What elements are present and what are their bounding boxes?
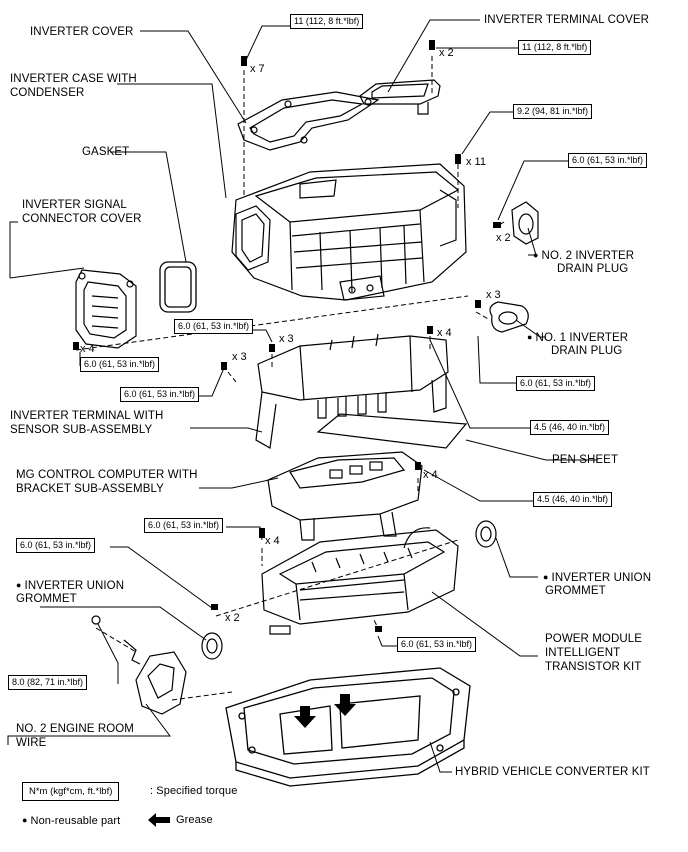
qty-cover-bolts: x 7 [250,63,265,75]
bolts [73,40,501,632]
grease-arrow-icon [148,813,170,827]
nonreusable-dot: ● [527,332,533,342]
label-drain-plug-2-line1: ●NO. 2 INVERTER [533,250,635,262]
inverter-cover-part [237,91,380,151]
qty-terminal-cover-bolts: x 2 [439,47,454,59]
no1-drain-plug-part [489,301,529,333]
label-mg-computer-line2: BRACKET SUB-ASSEMBLY [16,483,164,495]
label-signal-cover-line1: INVERTER SIGNAL [22,199,127,211]
pen-sheet-part [316,413,468,449]
qty-mg-computer-bolts: x 4 [423,469,438,481]
label-drain-plug-1-line1: ●NO. 1 INVERTER [527,332,629,344]
converter-kit-part [225,667,471,787]
label-pen-sheet: PEN SHEET [552,454,619,466]
torque-box-case: 9.2 (94, 81 in.*lbf) [513,104,593,119]
qty-drain-plug-1-bolts: x 3 [486,289,501,301]
qty-power-b-bolts: x 2 [225,612,240,624]
label-union-grommet-left-line2: GROMMET [16,593,77,605]
label-inverter-case-line2: CONDENSER [10,87,85,99]
torque-box-cover: 11 (112, 8 ft.*lbf) [290,14,364,29]
torque-box-terminal-c: 4.5 (46, 40 in.*lbf) [530,420,610,435]
power-module-part [261,527,459,635]
qty-terminal-a-bolts: x 3 [279,333,294,345]
label-inverter-terminal-cover: INVERTER TERMINAL COVER [484,14,650,26]
torque-box-power-b: 6.0 (61, 53 in.*lbf) [16,538,96,553]
terminal-sensor-part [255,333,449,449]
torque-box-power-c: 6.0 (61, 53 in.*lbf) [397,637,477,652]
torque-box-signal-cover: 6.0 (61, 53 in.*lbf) [80,357,160,372]
torque-box-drain-plug-1: 6.0 (61, 53 in.*lbf) [516,376,596,391]
label-inverter-case-line1: INVERTER CASE WITH [10,73,137,85]
nonreusable-dot: ● [16,580,22,590]
label-terminal-sensor-line2: SENSOR SUB-ASSEMBLY [10,424,153,436]
label-drain-plug-2-line2: DRAIN PLUG [557,263,629,275]
inverter-case-part [231,163,467,301]
grease-arrows-on-kit [294,694,356,728]
union-grommet-left-part [201,632,223,660]
union-grommet-right-part [475,520,497,548]
legend-torque-description: : Specified torque [150,785,238,797]
leader-lines [7,19,598,773]
nonreusable-dot: ● [543,572,549,582]
label-union-grommet-left-line1: ●INVERTER UNION [16,580,125,592]
assembly-guide-lines [75,56,505,701]
torque-box-terminal-a: 6.0 (61, 53 in.*lbf) [174,319,254,334]
qty-terminal-b-bolts: x 3 [232,351,247,363]
label-union-grommet-right-line1: ●INVERTER UNION [543,572,652,584]
label-signal-cover-line2: CONNECTOR COVER [22,213,142,225]
inverter-terminal-cover-part [359,79,441,115]
label-engine-room-wire-line1: NO. 2 ENGINE ROOM [16,723,134,735]
torque-box-drain-plug-2: 6.0 (61, 53 in.*lbf) [568,153,648,168]
legend-grease: Grease [176,814,213,826]
label-power-module-line2: INTELLIGENT [545,647,621,659]
qty-terminal-c-bolts: x 4 [437,327,452,339]
label-power-module-line3: TRANSISTOR KIT [545,661,642,673]
legend-nonreusable: ●Non-reusable part [22,815,121,827]
signal-connector-cover-part [75,269,137,349]
qty-case-bolts: x 11 [466,156,486,168]
nonreusable-dot: ● [533,250,539,260]
torque-box-terminal-cover: 11 (112, 8 ft.*lbf) [518,40,592,55]
nonreusable-dot: ● [22,815,28,825]
label-terminal-sensor-line1: INVERTER TERMINAL WITH [10,410,164,422]
legend-torque-units-box: N*m (kgf*cm, ft.*lbf) [22,782,120,801]
engine-room-wire-part [91,615,187,715]
no2-drain-plug-part [511,201,539,245]
label-union-grommet-right-line2: GROMMET [545,585,606,597]
label-gasket: GASKET [82,146,130,158]
qty-drain-plug-2-bolts: x 2 [496,232,511,244]
label-mg-computer-line1: MG CONTROL COMPUTER WITH [16,469,198,481]
label-power-module-line1: POWER MODULE [545,633,643,645]
mg-control-computer-part [267,451,423,541]
torque-box-wire: 8.0 (82, 71 in.*lbf) [8,675,88,690]
label-drain-plug-1-line2: DRAIN PLUG [551,345,623,357]
label-inverter-cover: INVERTER COVER [30,26,134,38]
torque-box-power-a: 6.0 (61, 53 in.*lbf) [144,518,224,533]
torque-box-mg-computer: 4.5 (46, 40 in.*lbf) [533,492,613,507]
label-engine-room-wire-line2: WIRE [16,737,47,749]
torque-box-terminal-b: 6.0 (61, 53 in.*lbf) [120,387,200,402]
qty-power-a-bolts: x 4 [265,535,280,547]
qty-signal-cover-bolts: x 4 [80,343,95,355]
label-converter-kit: HYBRID VEHICLE CONVERTER KIT [455,766,650,778]
gasket-part [159,261,197,313]
